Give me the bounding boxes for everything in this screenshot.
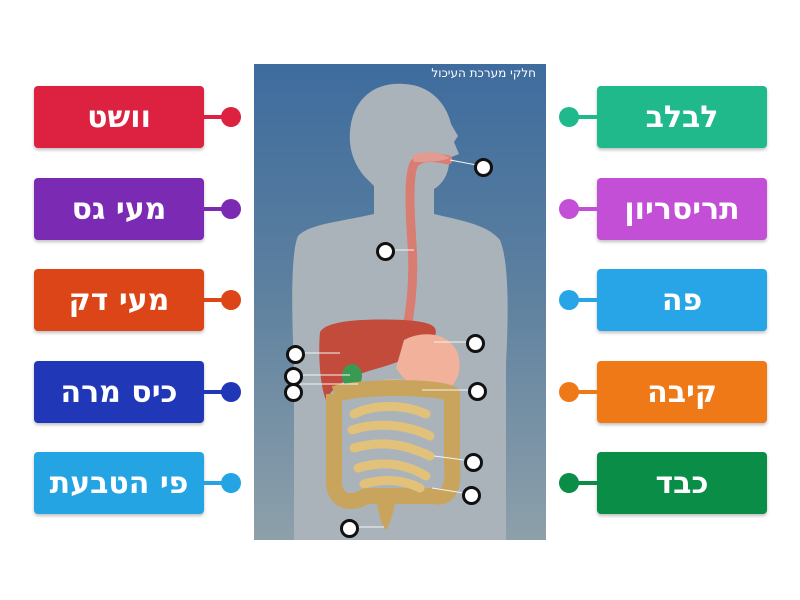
label-small-intestine-text: מעי דק — [68, 282, 170, 318]
connector-dot-anus — [221, 473, 241, 493]
large-intestine-shape — [326, 380, 461, 509]
marker-esophagus[interactable] — [376, 242, 395, 261]
figure-title: חלקי מערכת העיכול — [431, 66, 536, 80]
label-anus[interactable]: פי הטבעת — [34, 452, 204, 514]
label-mouth[interactable]: פה — [597, 269, 767, 331]
connector-gallbladder — [204, 390, 226, 394]
connector-dot-small-intestine — [221, 290, 241, 310]
marker-liver[interactable] — [286, 345, 305, 364]
connector-dot-pancreas — [559, 107, 579, 127]
connector-small-intestine — [204, 298, 226, 302]
stomach-shape — [396, 334, 460, 393]
marker-large-intestine[interactable] — [464, 453, 483, 472]
connector-dot-liver — [559, 473, 579, 493]
marker-anus[interactable] — [340, 519, 359, 538]
label-duodenum[interactable]: תריסריון — [597, 178, 767, 240]
small-intestine-shape — [347, 402, 435, 493]
label-stomach[interactable]: קיבה — [597, 361, 767, 423]
label-pancreas[interactable]: לבלב — [597, 86, 767, 148]
connector-dot-mouth — [559, 290, 579, 310]
connector-esophagus — [204, 115, 226, 119]
marker-duodenum[interactable] — [284, 383, 303, 402]
label-large-intestine[interactable]: מעי גס — [34, 178, 204, 240]
label-gallbladder[interactable]: כיס מרה — [34, 361, 204, 423]
connector-dot-duodenum — [559, 199, 579, 219]
label-mouth-text: פה — [661, 282, 703, 318]
label-liver[interactable]: כבד — [597, 452, 767, 514]
connector-anus — [204, 481, 226, 485]
connector-mouth — [575, 298, 597, 302]
label-pancreas-text: לבלב — [645, 99, 719, 135]
connector-dot-gallbladder — [221, 382, 241, 402]
rectum-shape — [376, 496, 396, 530]
connector-dot-esophagus — [221, 107, 241, 127]
connector-liver — [575, 481, 597, 485]
connector-stomach — [575, 390, 597, 394]
label-duodenum-text: תריסריון — [624, 191, 740, 227]
label-anus-text: פי הטבעת — [49, 465, 189, 501]
body-illustration — [292, 83, 508, 540]
connector-dot-large-intestine — [221, 199, 241, 219]
connector-pancreas — [575, 115, 597, 119]
label-large-intestine-text: מעי גס — [71, 191, 167, 227]
connector-duodenum — [575, 207, 597, 211]
label-liver-text: כבד — [655, 465, 709, 501]
marker-mouth[interactable] — [474, 158, 493, 177]
connector-large-intestine — [204, 207, 226, 211]
marker-small-intestine[interactable] — [462, 486, 481, 505]
label-stomach-text: קיבה — [647, 374, 717, 410]
marker-pancreas[interactable] — [468, 382, 487, 401]
label-small-intestine[interactable]: מעי דק — [34, 269, 204, 331]
label-esophagus-text: וושט — [87, 99, 151, 135]
marker-stomach[interactable] — [466, 334, 485, 353]
label-gallbladder-text: כיס מרה — [60, 374, 178, 410]
connector-dot-stomach — [559, 382, 579, 402]
mouth-cavity-shape — [412, 152, 450, 162]
label-esophagus[interactable]: וושט — [34, 86, 204, 148]
digestive-system-diagram: חלקי מערכת העיכול — [254, 64, 546, 540]
